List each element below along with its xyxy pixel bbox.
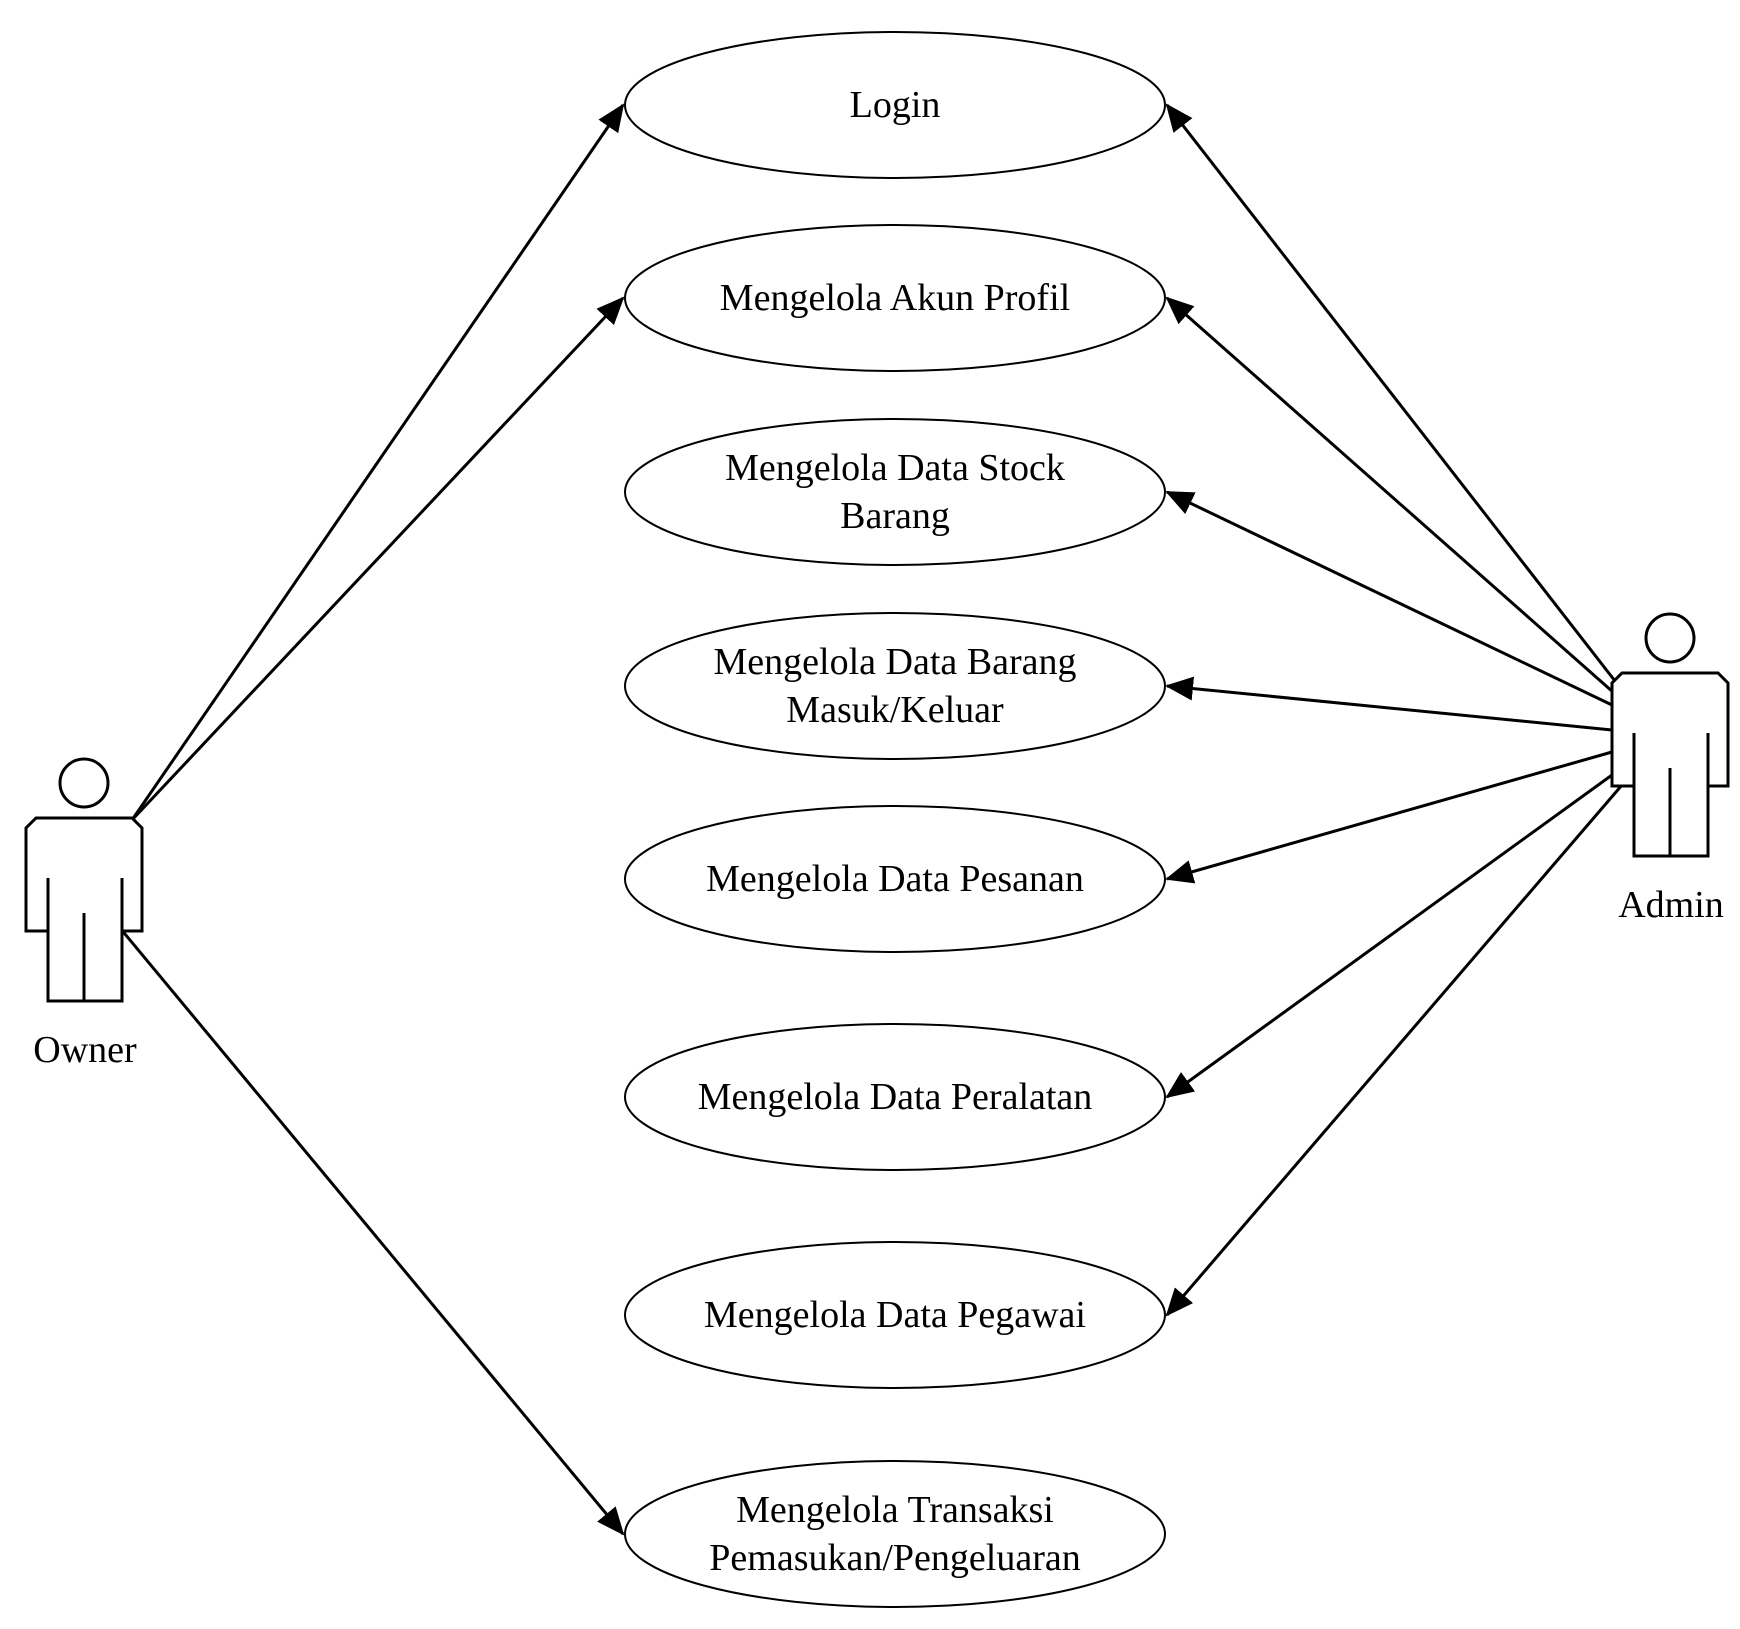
use-case-ellipse [624,31,1166,179]
use-case-ellipse [624,418,1166,566]
use-case-ellipse [624,224,1166,372]
association-admin-stock-barang [1165,490,1613,707]
use-case-label: Mengelola Data Peralatan [698,1076,1093,1118]
use-case-ellipse [624,1460,1166,1608]
use-case-ellipse [624,612,1166,760]
use-case-label: Mengelola Data Barang [714,641,1077,683]
use-case-pegawai[interactable]: Mengelola Data Pegawai [624,1241,1166,1389]
use-case-label: Mengelola Akun Profil [720,277,1070,319]
actor-head-icon [1644,612,1696,664]
association-owner-akun-profil [130,296,625,822]
use-case-akun-profil[interactable]: Mengelola Akun Profil [624,224,1166,372]
use-case-login[interactable]: Login [624,31,1166,179]
use-case-label: Pemasukan/Pengeluaran [709,1537,1080,1579]
actor-label: Admin [1618,884,1724,926]
actor-body-icon [1610,671,1730,858]
association-admin-akun-profil [1165,296,1623,702]
actor-admin[interactable]: Admin [1610,612,1730,926]
use-case-peralatan[interactable]: Mengelola Data Peralatan [624,1023,1166,1171]
actor-body-icon [24,816,144,1003]
associations [118,103,1624,1536]
use-case-pesanan[interactable]: Mengelola Data Pesanan [624,805,1166,953]
actors: Owner Admin [24,612,1730,1071]
use-case-ellipse [624,1023,1166,1171]
actor-label: Owner [33,1029,137,1071]
use-case-label: Mengelola Data Pegawai [704,1294,1086,1336]
association-admin-pegawai [1165,784,1624,1317]
association-admin-barang-masuk-keluar [1165,676,1613,732]
use-case-label: Barang [840,495,950,537]
actor-head-icon [58,757,110,809]
use-case-ellipse [624,805,1166,953]
association-admin-pesanan [1165,750,1613,884]
use-case-label: Mengelola Transaksi [736,1489,1054,1531]
actor-owner[interactable]: Owner [24,757,144,1071]
use-case-label: Login [850,84,941,126]
association-owner-login [130,103,625,821]
use-case-label: Mengelola Data Pesanan [706,858,1084,900]
use-case-label: Masuk/Keluar [786,689,1004,731]
association-admin-peralatan [1165,773,1613,1099]
association-owner-transaksi [118,927,625,1536]
use-case-ellipse [624,1241,1166,1389]
association-admin-login [1165,103,1624,691]
use-case-label: Mengelola Data Stock [725,447,1065,489]
